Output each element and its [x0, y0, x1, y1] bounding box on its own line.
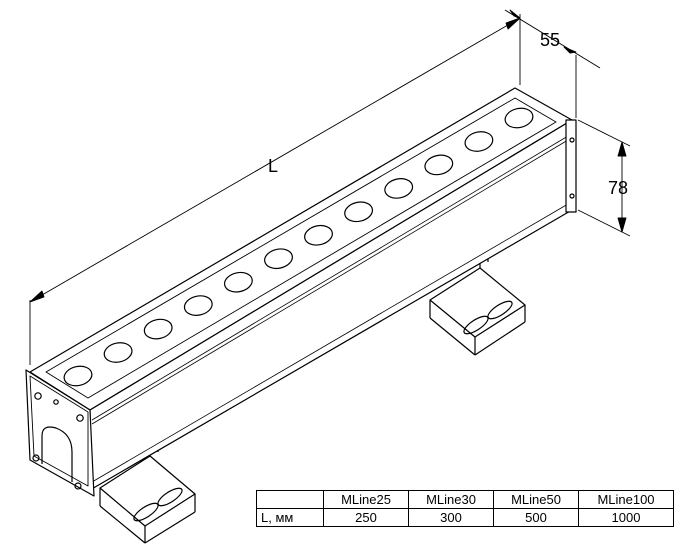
right-mount-bracket — [429, 232, 526, 356]
dimension-length — [29, 14, 521, 365]
lens — [344, 201, 374, 223]
table-row: L, мм 250 300 500 1000 — [256, 508, 674, 527]
width-label: 55 — [540, 30, 560, 50]
left-mount-bracket — [99, 438, 196, 544]
table-header-cell: MLine25 — [323, 490, 409, 509]
lens — [384, 178, 414, 199]
table-cell: 300 — [408, 508, 494, 527]
table-cell: 250 — [323, 508, 409, 527]
table-cell: 500 — [493, 508, 579, 527]
lens — [264, 248, 293, 270]
table-header-row: MLine25 MLine30 MLine50 MLine100 — [256, 490, 674, 509]
lens — [63, 365, 93, 387]
lens-row — [63, 107, 534, 387]
lens — [504, 107, 534, 129]
lens — [424, 154, 454, 176]
height-label: 78 — [608, 178, 628, 198]
lens — [143, 318, 173, 340]
lens — [183, 295, 213, 316]
spec-table: MLine25 MLine30 MLine50 MLine100 L, мм 2… — [256, 490, 674, 527]
length-label: L — [268, 156, 278, 176]
table-header-cell: MLine30 — [408, 490, 494, 509]
table-header-cell — [256, 490, 324, 509]
lens — [464, 131, 494, 152]
lens — [103, 342, 133, 363]
lens — [223, 271, 253, 293]
table-cell: 1000 — [578, 508, 674, 527]
table-header-cell: MLine50 — [493, 490, 579, 509]
dimension-width — [504, 9, 601, 118]
lens — [304, 224, 333, 246]
dimension-height — [577, 119, 631, 237]
table-header-cell: MLine100 — [578, 490, 674, 509]
table-row-label: L, мм — [256, 508, 324, 527]
